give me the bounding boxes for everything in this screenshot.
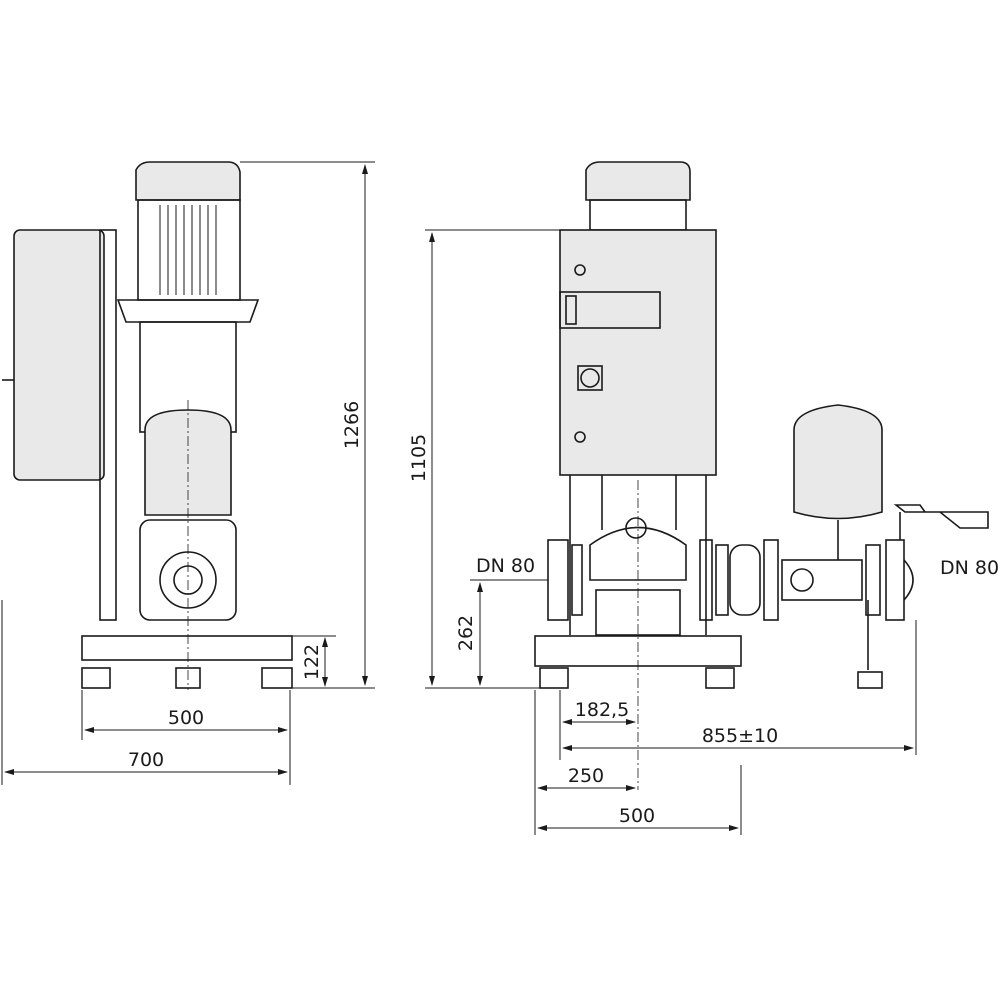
outlet-flange (885, 539, 905, 621)
front-view: 1105 262 182,5 855±10 250 500 DN 80 DN 8… (408, 161, 999, 835)
control-cabinet-side (13, 229, 105, 481)
display-panel (559, 291, 661, 329)
motor-front (585, 161, 691, 201)
inlet-label: DN 80 (476, 555, 535, 577)
indicator-light-icon (574, 264, 586, 276)
pressure-gauge-icon (625, 517, 647, 539)
membrane-tank (793, 404, 883, 520)
outlet-label: DN 80 (940, 557, 999, 579)
gauge-icon (790, 568, 814, 592)
dim-foot-width: 500 (168, 707, 204, 729)
motor-fan-cover (135, 161, 241, 201)
dim-pipe-offset: 182,5 (575, 699, 629, 721)
main-switch-icon (580, 368, 600, 388)
dim-pipe-length: 855±10 (702, 725, 778, 747)
shutoff-valve-handle (893, 504, 989, 529)
dim-center: 250 (568, 765, 604, 787)
side-view: 1266 122 500 700 (1, 161, 375, 785)
dim-panel-height: 1105 (408, 434, 430, 482)
base-frame-side (81, 635, 293, 661)
motor (137, 199, 241, 301)
pump-volute (589, 526, 687, 581)
indicator-light-icon (574, 431, 586, 443)
dim-base-width: 500 (619, 805, 655, 827)
dim-pipe-height: 262 (455, 615, 477, 651)
check-valve (729, 544, 761, 616)
dim-base-height: 122 (301, 644, 323, 680)
dim-total-width: 700 (128, 749, 164, 771)
control-cabinet (559, 229, 717, 476)
inlet-flange (547, 539, 569, 621)
collector-pipe (781, 559, 863, 601)
dim-total-height: 1266 (341, 401, 363, 449)
